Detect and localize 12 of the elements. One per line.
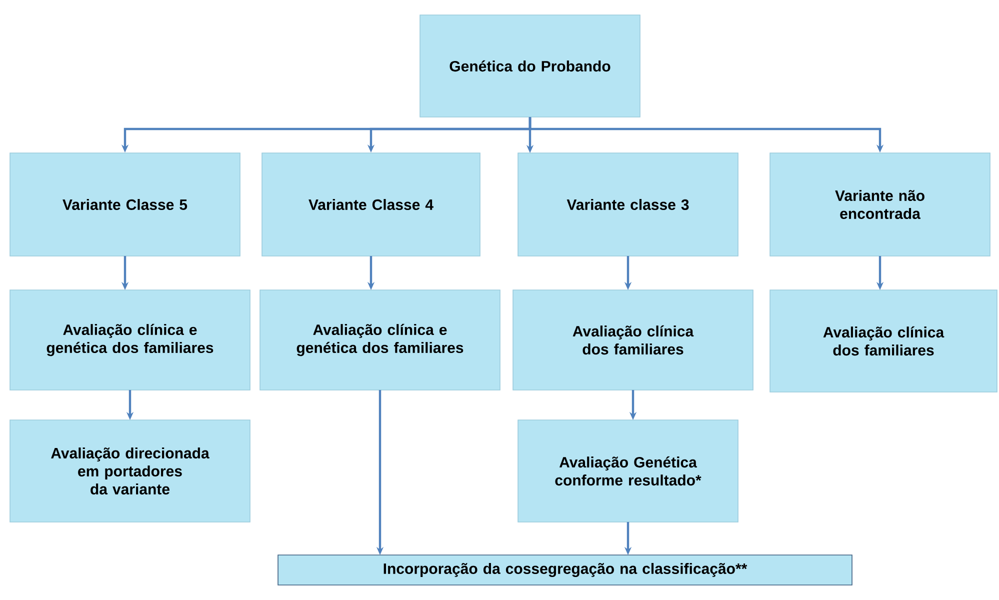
process-box: Variante classe 3 xyxy=(518,152,738,256)
process-box: Genética do Probando xyxy=(420,14,640,118)
process-box: Variante Classe 5 xyxy=(10,152,240,256)
process-box: Avaliação clínica e genética dos familiares xyxy=(10,290,250,390)
process-box: Avaliação clínica e genética dos familiares xyxy=(260,290,500,390)
process-box: Incorporação da cossegregação na classificação** xyxy=(278,554,852,586)
process-box: Variante não encontrada xyxy=(770,152,990,256)
process-box: Avaliação direcionada em portadores da variante xyxy=(10,420,250,522)
process-box: Avaliação clínica dos familiares xyxy=(770,290,998,392)
process-box: Avaliação clínica dos familiares xyxy=(512,290,754,390)
process-box: Variante Classe 4 xyxy=(262,152,480,256)
process-box: Avaliação Genética conforme resultado* xyxy=(518,420,738,522)
